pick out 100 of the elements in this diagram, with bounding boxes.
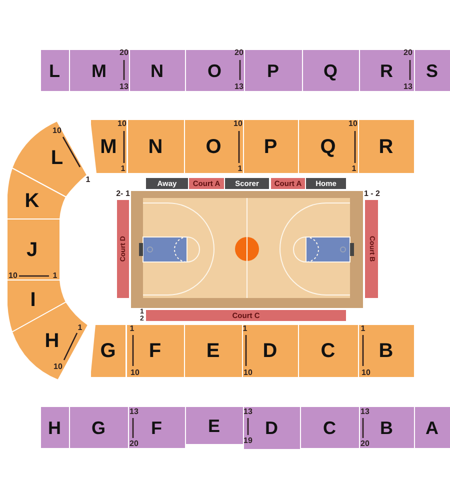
- upper-seating-section: [70, 50, 128, 91]
- upper-seating-section: [244, 407, 300, 449]
- row-number: 1: [120, 165, 126, 173]
- section-label: F: [148, 341, 162, 361]
- lower-seating-section: [298, 120, 358, 173]
- section-label: E: [208, 416, 220, 434]
- section-label: A: [426, 418, 438, 436]
- lower-seating-section: [90, 325, 126, 377]
- row-number: 20: [120, 49, 128, 57]
- courtside-seating-section: [365, 200, 378, 298]
- upper-seating-section: [186, 407, 242, 444]
- section-label: Q: [320, 136, 336, 156]
- section-label: B: [378, 341, 394, 361]
- lower-seating-section: [358, 325, 414, 377]
- section-label: H: [44, 331, 60, 351]
- section-label: S: [426, 62, 438, 80]
- section-label: G: [100, 341, 116, 361]
- section-label: P: [266, 62, 279, 80]
- section-label: P: [264, 136, 278, 156]
- section-label: F: [151, 418, 162, 436]
- row-number: 1: [86, 176, 90, 184]
- row-number: 13: [120, 83, 128, 91]
- row-number: 1: [242, 325, 248, 333]
- upper-seating-section: [186, 50, 244, 91]
- section-label: D: [265, 419, 278, 437]
- row-number: 10: [130, 369, 140, 377]
- section-label: D: [262, 341, 278, 361]
- row-number: 1: [352, 165, 356, 173]
- floor-seating-section: [189, 178, 224, 189]
- upper-seating-section: [130, 50, 184, 91]
- row-number: 1: [52, 272, 58, 280]
- row-number: 10: [118, 120, 126, 128]
- lower-seating-section: [126, 325, 184, 377]
- row-number: 20: [360, 440, 370, 448]
- lower-seating-section: [242, 325, 298, 377]
- lower-seating-section: [298, 325, 358, 377]
- section-label: C: [323, 418, 336, 436]
- lower-seating-section: [7, 168, 66, 219]
- floor-seating-section: [146, 178, 188, 189]
- upper-seating-section: [414, 407, 450, 448]
- floor-seating-section: [306, 178, 346, 189]
- upper-seating-section: [300, 407, 358, 448]
- row-number: 10: [54, 363, 62, 371]
- lower-seating-section: [244, 120, 298, 173]
- section-label: R: [378, 136, 394, 156]
- row-number: 20: [130, 440, 138, 448]
- section-label: K: [24, 191, 40, 211]
- row-number: 1: [238, 165, 242, 173]
- row-number: 13: [234, 83, 244, 91]
- section-label: L: [49, 62, 60, 80]
- row-number: 10: [52, 127, 62, 135]
- section-label: B: [380, 418, 393, 436]
- row-number: 20: [234, 49, 244, 57]
- floor-seating-section: [271, 178, 305, 189]
- section-label: R: [380, 62, 393, 80]
- row-number: 19: [244, 437, 252, 445]
- upper-seating-section: [128, 407, 184, 448]
- lower-seating-section: [7, 280, 66, 332]
- section-label: M: [100, 136, 117, 156]
- lower-seating-section: [184, 120, 242, 173]
- row-number: 13: [360, 408, 370, 416]
- row-number: 1 - 2: [364, 190, 380, 198]
- row-number: 1: [360, 325, 366, 333]
- row-number: 10: [362, 369, 370, 377]
- section-label: N: [150, 62, 164, 80]
- upper-seating-section: [414, 50, 450, 91]
- row-number: 2- 1: [116, 190, 130, 198]
- row-number: 13: [244, 408, 252, 416]
- row-number: 10: [348, 120, 358, 128]
- upper-seating-section: [360, 407, 414, 448]
- upper-seating-section: [70, 407, 128, 448]
- section-label: M: [92, 62, 106, 80]
- row-number: 13: [130, 408, 138, 416]
- section-label: O: [206, 136, 222, 156]
- row-number: 10: [8, 272, 18, 280]
- section-label: E: [206, 341, 220, 361]
- row-number: 1: [130, 325, 134, 333]
- upper-seating-section: [244, 50, 302, 91]
- upper-seating-section: [40, 50, 68, 91]
- upper-seating-section: [360, 50, 414, 91]
- upper-seating-section: [40, 407, 68, 448]
- section-label: L: [50, 148, 64, 168]
- section-label: C: [320, 341, 336, 361]
- section-label: H: [48, 418, 61, 436]
- lower-seating-section: [90, 120, 126, 173]
- section-label: G: [91, 418, 106, 436]
- lower-seating-section: [184, 325, 242, 377]
- row-number: 10: [234, 120, 242, 128]
- lower-seating-section: [128, 120, 184, 173]
- row-number: 10: [244, 369, 252, 377]
- lower-seating-section: [7, 219, 60, 280]
- section-label: O: [207, 62, 222, 80]
- row-number: 20: [404, 49, 412, 57]
- section-label: Q: [323, 62, 338, 80]
- upper-seating-section: [302, 50, 358, 91]
- row-number: 1: [78, 324, 82, 332]
- row-number: 13: [404, 83, 412, 91]
- courtside-seating-section: [117, 200, 129, 298]
- section-label: I: [30, 290, 36, 310]
- lower-seating-section: [358, 120, 414, 173]
